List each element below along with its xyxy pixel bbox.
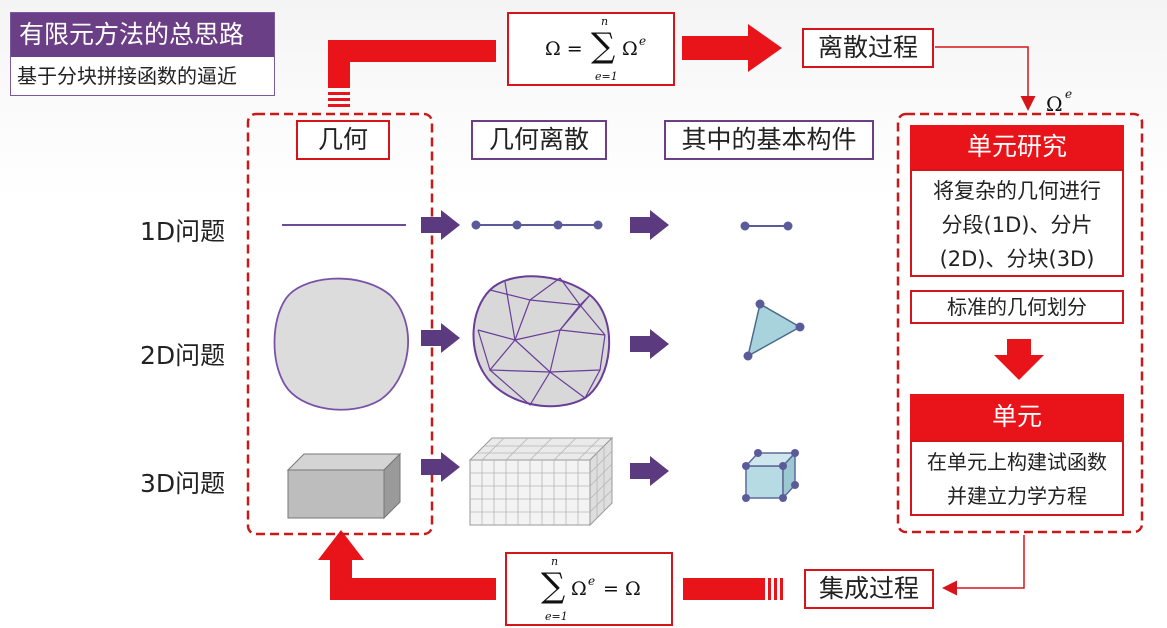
unit-study-desc-line3: (2D)、分块(3D) (939, 247, 1095, 271)
row-label-2d: 2D问题 (140, 341, 226, 370)
title-box: 有限元方法的总思路 基于分块拼接函数的逼近 (10, 12, 275, 96)
unit-study-title: 单元研究 (910, 125, 1124, 169)
arrow-row1-a (421, 210, 460, 240)
3d-geometry-box (286, 452, 402, 520)
bottom-sum-lower: e=1 (545, 610, 568, 623)
bottom-sum-upper: n (551, 555, 559, 568)
2d-element (743, 299, 805, 361)
arrow-row3-a (421, 452, 460, 482)
2d-geometry-shape (273, 277, 410, 411)
discretize-connector (935, 46, 1036, 111)
unit-study-desc: 将复杂的几何进行 分段(1D)、分片 (2D)、分块(3D) (910, 169, 1124, 277)
top-flow-arrow (328, 24, 782, 107)
3d-element (742, 449, 799, 502)
purple-arrows (421, 210, 669, 486)
row-label-1d: 1D问题 (140, 217, 226, 246)
standard-division-label: 标准的几何划分 (910, 290, 1124, 324)
discretization-header: 几何离散 (471, 120, 607, 160)
bottom-sum-symbol: ∑ (541, 566, 566, 606)
components-header: 其中的基本构件 (664, 120, 874, 160)
bottom-formula-rhs: = Ω (603, 578, 641, 600)
top-term: Ω (622, 38, 638, 60)
unit-desc-line2: 并建立力学方程 (947, 484, 1087, 508)
top-term-sup: e (639, 34, 647, 48)
unit-desc: 在单元上构建试函数 并建立力学方程 (910, 440, 1124, 516)
top-sum-lower: e=1 (595, 70, 618, 83)
unit-desc-line1: 在单元上构建试函数 (927, 450, 1107, 474)
bottom-term: Ω (571, 578, 587, 600)
geometry-dashed-frame (246, 112, 434, 536)
1d-discrete-line (471, 220, 603, 230)
top-sum-upper: n (601, 15, 609, 28)
assemble-connector (942, 535, 1025, 596)
element-omega-label: Ω (1046, 92, 1063, 116)
top-formula-box: Ω = n ∑ e=1 Ω e (507, 12, 675, 86)
arrow-row2-a (421, 323, 460, 353)
page-subtitle: 基于分块拼接函数的逼近 (17, 64, 237, 88)
bottom-flow-arrow (318, 530, 783, 600)
3d-mesh-block (468, 436, 614, 527)
bottom-term-sup: e (588, 574, 596, 588)
page-title: 有限元方法的总思路 (11, 13, 274, 57)
row-label-3d: 3D问题 (140, 469, 226, 498)
arrow-row3-b (630, 456, 669, 486)
geometry-header: 几何 (296, 120, 390, 160)
arrow-row2-b (630, 329, 669, 359)
unit-study-desc-line1: 将复杂的几何进行 (933, 179, 1101, 203)
element-omega-sup: e (1065, 87, 1073, 101)
arrow-row1-b (630, 210, 669, 240)
unit-title: 单元 (910, 394, 1124, 440)
assemble-process-label: 集成过程 (804, 569, 934, 609)
unit-study-desc-line2: 分段(1D)、分片 (941, 213, 1093, 237)
top-formula-lhs: Ω = (545, 38, 583, 60)
discretize-process-label: 离散过程 (802, 28, 934, 68)
1d-element (740, 221, 793, 231)
right-down-arrow (994, 339, 1044, 380)
bottom-formula-box: n ∑ e=1 Ω e = Ω (505, 552, 673, 626)
element-dashed-frame (896, 112, 1144, 534)
top-sum-symbol: ∑ (591, 26, 616, 66)
2d-mesh (472, 275, 611, 408)
